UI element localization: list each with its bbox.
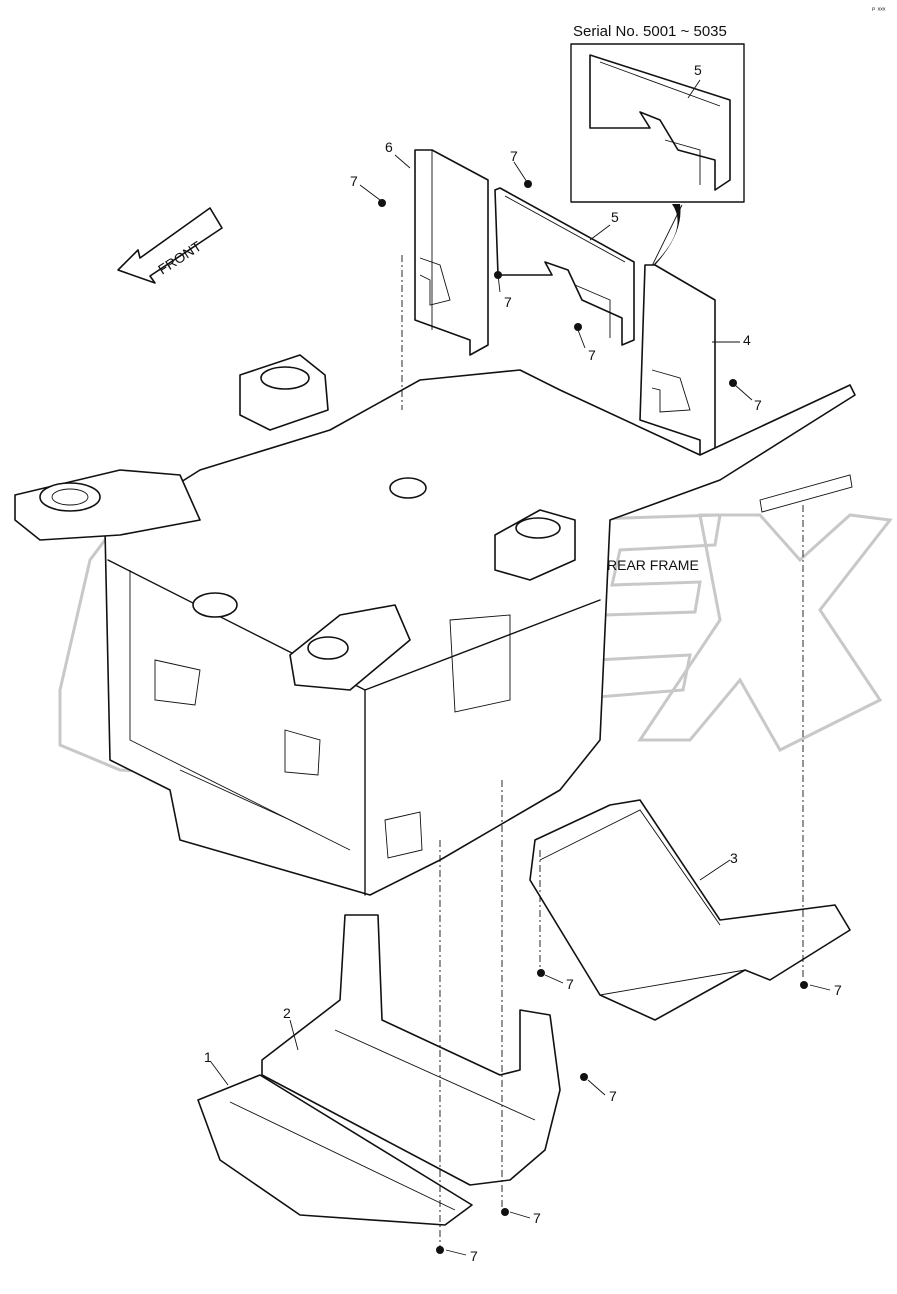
callout-7-j: 7	[470, 1248, 478, 1264]
leader-lines	[401, 255, 804, 1250]
callout-7-g: 7	[834, 982, 842, 998]
callout-7-a: 7	[350, 173, 358, 189]
bolt-icon	[574, 323, 582, 331]
bolt-icon	[729, 379, 737, 387]
bolt-icon	[800, 981, 808, 989]
rear-frame	[14, 354, 856, 896]
callout-2: 2	[283, 1005, 291, 1021]
part-6-plate	[414, 149, 489, 356]
callout-7-h: 7	[609, 1088, 617, 1104]
bolt-icon	[436, 1246, 444, 1254]
part-5-plate	[494, 187, 635, 346]
callout-leaders	[210, 79, 831, 1256]
callout-7-c: 7	[504, 294, 512, 310]
rear-frame-label: REAR FRAME	[607, 557, 699, 573]
bolt-icon	[494, 271, 502, 279]
callout-6: 6	[385, 139, 393, 155]
serial-inset	[570, 43, 745, 271]
bolt-icon	[524, 180, 532, 188]
bolt-icon	[537, 969, 545, 977]
callout-5: 5	[611, 209, 619, 225]
callout-1: 1	[204, 1049, 212, 1065]
bolt-icon	[501, 1208, 509, 1216]
part-3-guard	[529, 799, 851, 1021]
bolt-icon	[378, 199, 386, 207]
callout-4: 4	[743, 332, 751, 348]
callout-7-d: 7	[588, 347, 596, 363]
part-1-plate	[197, 1074, 473, 1226]
callout-7-b: 7	[510, 148, 518, 164]
callout-7-i: 7	[533, 1210, 541, 1226]
corner-mark: ₚ ₓₓₓ	[872, 3, 886, 12]
front-arrow	[117, 207, 223, 284]
serial-label: Serial No. 5001 ~ 5035	[573, 23, 727, 40]
bolt-icons	[378, 180, 808, 1254]
callout-3: 3	[730, 850, 738, 866]
callout-5-inset: 5	[694, 62, 702, 78]
bolt-icon	[580, 1073, 588, 1081]
callout-7-f: 7	[566, 976, 574, 992]
callout-7-e: 7	[754, 397, 762, 413]
